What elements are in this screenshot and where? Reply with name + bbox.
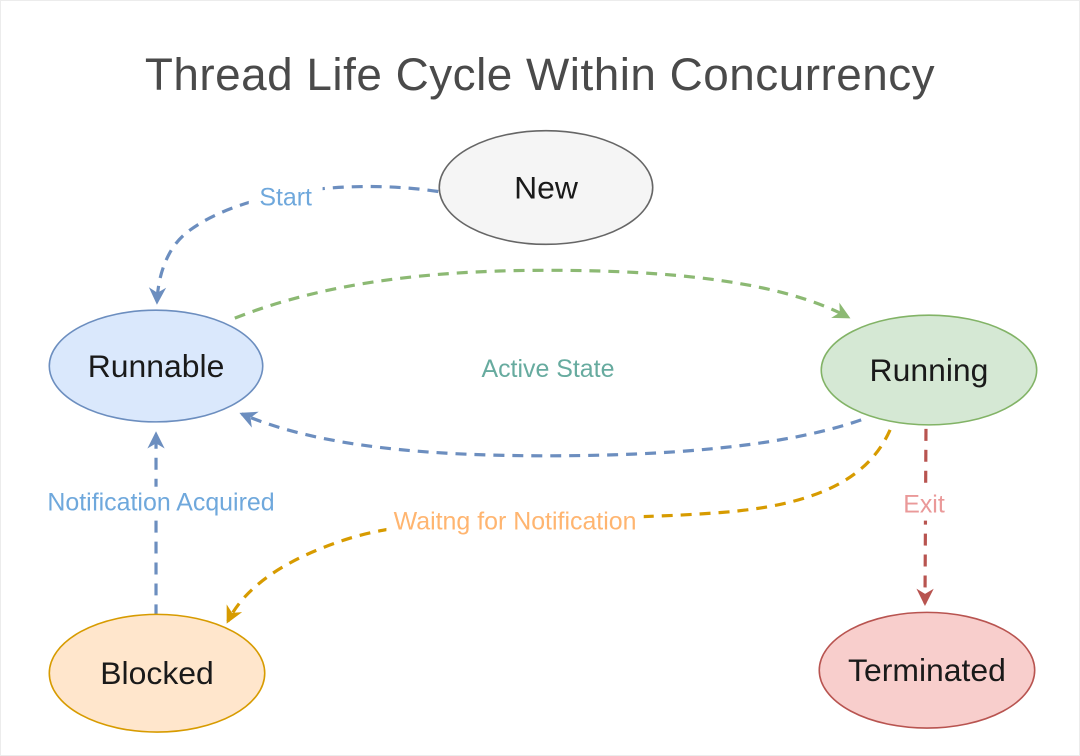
active-state-label-mask xyxy=(470,351,626,385)
edge-label-start: Start xyxy=(259,183,312,211)
edge-active-running-to-runnable[interactable] xyxy=(239,411,862,458)
state-node-terminated[interactable]: Terminated xyxy=(818,611,1036,729)
edge-label-waiting-for-notification: Waitng for Notification xyxy=(394,508,637,536)
state-blocked-label: Blocked xyxy=(100,655,214,691)
exit-label-mask xyxy=(895,488,953,521)
state-node-blocked[interactable]: Blocked xyxy=(48,613,266,733)
state-node-new[interactable]: New xyxy=(438,129,654,246)
edge-label-active-state: Active State xyxy=(481,355,614,383)
edge-label-exit: Exit xyxy=(903,491,945,519)
state-runnable-label: Runnable xyxy=(88,348,225,384)
edge-active-runnable-to-running[interactable] xyxy=(234,268,851,320)
state-new-ellipse[interactable] xyxy=(438,129,654,246)
edge-label-notification-acquired: Notification Acquired xyxy=(47,489,274,517)
state-runnable-ellipse[interactable] xyxy=(48,309,264,423)
state-running-ellipse[interactable] xyxy=(820,314,1038,426)
notification-label-mask xyxy=(33,486,289,518)
state-terminated-label: Terminated xyxy=(848,652,1006,688)
state-new-label: New xyxy=(514,169,579,205)
start-label-mask xyxy=(248,180,323,213)
state-terminated-ellipse[interactable] xyxy=(818,611,1036,729)
diagram-title: Thread Life Cycle Within Concurrency xyxy=(145,48,935,100)
state-blocked-ellipse[interactable] xyxy=(48,613,266,733)
state-node-running[interactable]: Running xyxy=(820,314,1038,426)
state-running-label: Running xyxy=(870,352,989,388)
waiting-label-mask xyxy=(386,505,644,537)
edge-start-new-to-runnable[interactable] xyxy=(148,184,439,305)
state-node-runnable[interactable]: Runnable xyxy=(48,309,264,423)
